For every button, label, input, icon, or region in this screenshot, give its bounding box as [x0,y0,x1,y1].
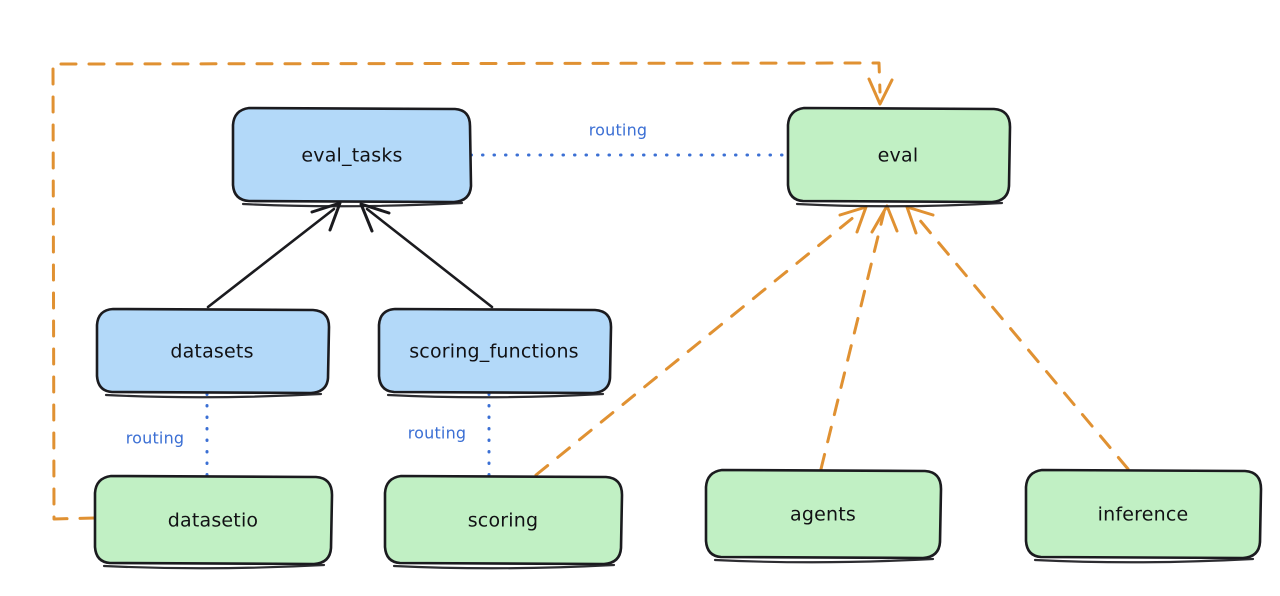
edge-label-routing-datasets: routing [126,429,185,448]
edge-inference-eval [905,205,1130,471]
node-label-datasetio: datasetio [168,510,259,532]
edge-scoring-functions-eval-tasks [359,202,494,309]
node-label-scoring: scoring [468,510,539,532]
edge-eval-tasks-eval: routing [469,121,789,157]
node-label-inference: inference [1098,504,1189,526]
node-eval[interactable]: eval [786,106,1012,208]
edge-scoring-functions-scoring: routing [408,392,491,477]
node-scoring-functions[interactable]: scoring_functions [377,307,613,399]
node-inference[interactable]: inference [1024,468,1263,564]
edge-datasetio-eval [51,61,894,521]
edge-datasets-eval-tasks [206,201,342,309]
node-eval-tasks[interactable]: eval_tasks [231,106,473,208]
node-datasets[interactable]: datasets [95,307,331,399]
node-label-eval-tasks: eval_tasks [301,145,402,167]
edge-agents-eval [819,204,899,471]
node-label-scoring-functions: scoring_functions [409,341,579,363]
node-label-agents: agents [790,504,856,526]
node-datasetio[interactable]: datasetio [93,474,334,570]
node-agents[interactable]: agents [704,468,943,564]
node-label-datasets: datasets [170,341,253,363]
node-label-eval: eval [878,145,919,167]
edge-label-routing-scoring-functions: routing [408,424,467,443]
edge-label-routing-eval-tasks: routing [589,121,648,140]
node-scoring[interactable]: scoring [383,474,624,570]
edge-datasets-datasetio: routing [126,392,209,477]
